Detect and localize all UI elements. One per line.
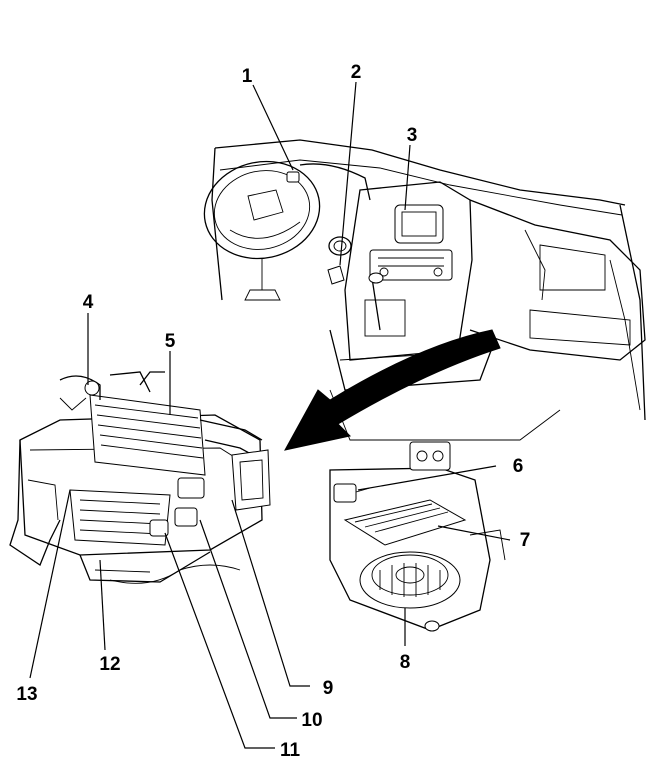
callout-6: 6 [513,456,524,477]
callout-3: 3 [407,125,418,146]
callouts: 1 2 3 4 5 6 7 8 9 10 11 12 13 [16,62,530,761]
callout-11: 11 [280,740,301,761]
dashboard-illustration [203,139,646,441]
blower-unit-illustration [329,441,506,632]
callout-2: 2 [351,62,362,83]
callout-13: 13 [16,684,37,705]
removal-arrow [284,329,501,451]
callout-5: 5 [165,331,176,352]
callout-8: 8 [400,652,411,673]
hvac-unit-illustration [9,371,271,584]
callout-1: 1 [242,66,253,87]
callout-10: 10 [301,710,322,731]
leader-lines [29,81,511,749]
callout-9: 9 [323,678,334,699]
callout-4: 4 [83,292,94,313]
callout-12: 12 [99,654,120,675]
callout-7: 7 [520,530,531,551]
